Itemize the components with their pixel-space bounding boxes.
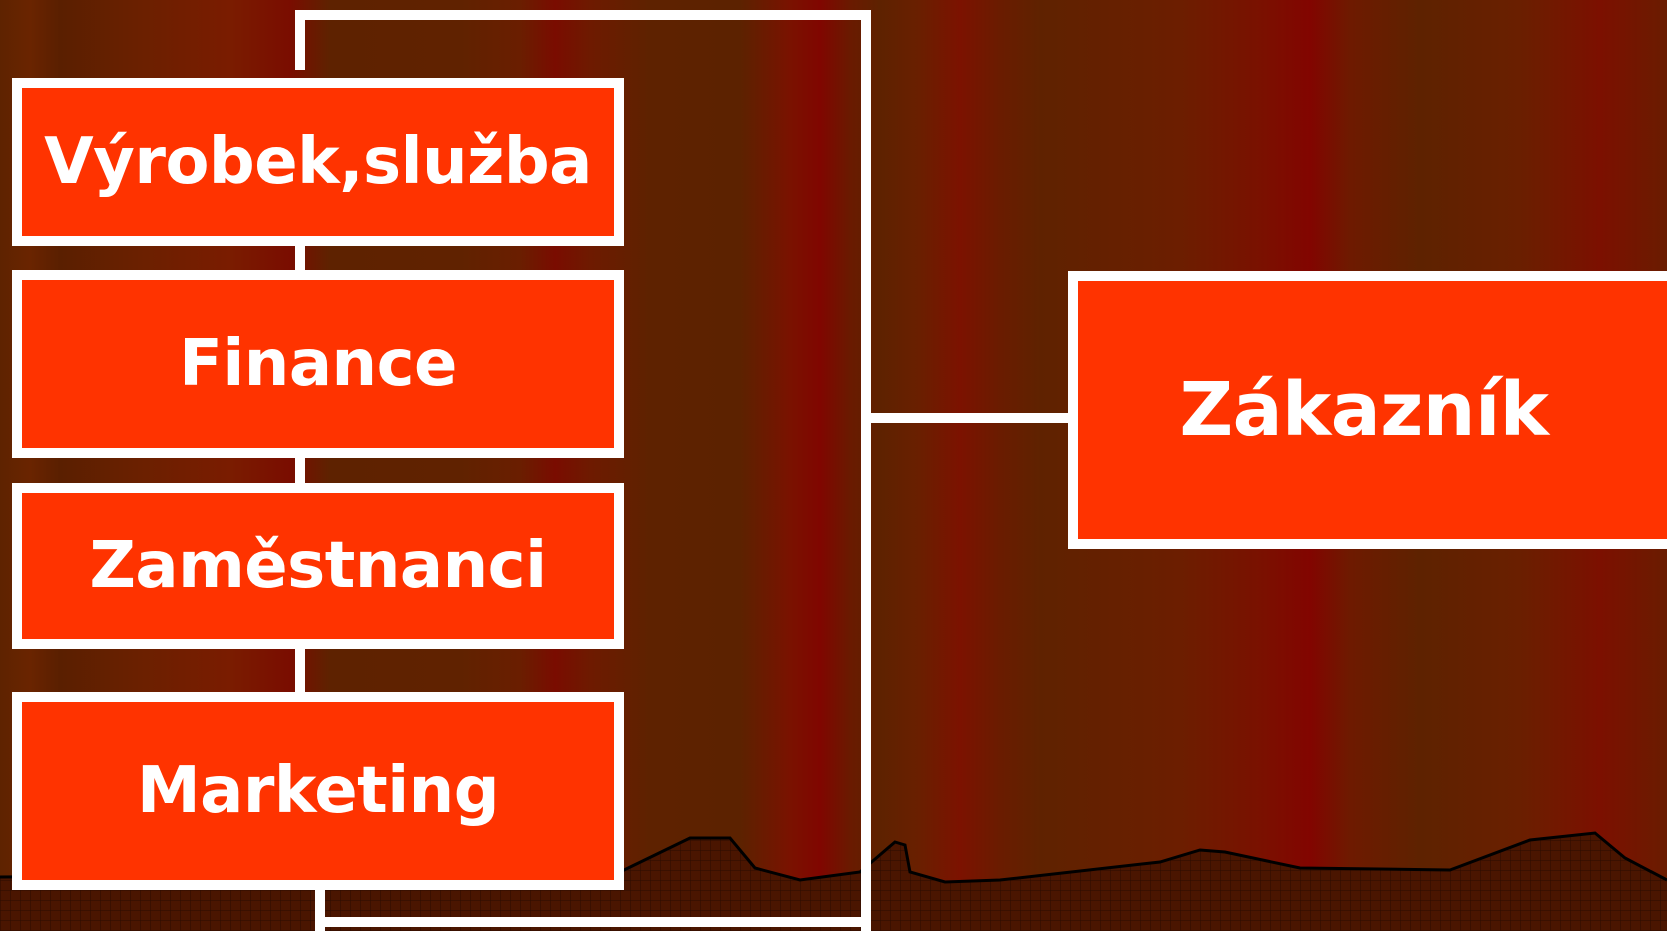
top-bracket-line — [295, 10, 871, 931]
box-label: Výrobek,služba — [44, 125, 592, 199]
box-zamestnanci: Zaměstnanci — [12, 483, 624, 649]
box-vyrobek-sluzba: Výrobek,služba — [12, 78, 624, 246]
bottom-bracket-line — [315, 917, 871, 931]
box-marketing: Marketing — [12, 692, 624, 890]
box-label: Zákazník — [1179, 367, 1549, 453]
box-label: Zaměstnanci — [89, 529, 547, 603]
box-zakaznik: Zákazník — [1068, 271, 1667, 549]
box-finance: Finance — [12, 270, 624, 458]
box-label: Finance — [179, 327, 457, 401]
box-label: Marketing — [136, 754, 500, 828]
